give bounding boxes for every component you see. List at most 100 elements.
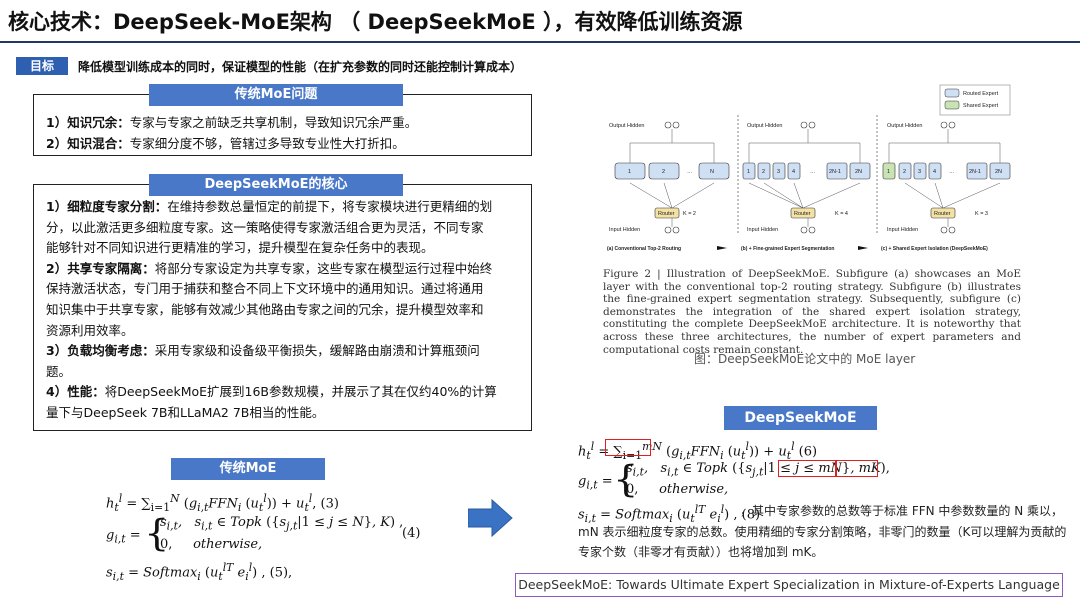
traditional-eq-4-case2: 0, otherwise,	[160, 537, 263, 552]
fig-c-input-hidden: Input Hidden	[887, 227, 918, 233]
deepseekmoe-header: DeepSeekMoE	[724, 406, 877, 430]
core-line-text: 能够针对不同知识进行更精准的学习，提升模型在复杂任务中的表现。	[46, 240, 434, 256]
svg-text:2N: 2N	[855, 169, 862, 175]
core-line-text: 保持激活状态，专门用于捕获和整合不同上下文环境中的通用知识。通过将通用	[46, 281, 484, 297]
core-line-text: 在维持参数总量恒定的前提下，将专家模块进行更精细的划	[167, 199, 493, 214]
core-line-label: 2）共享专家隔离：	[46, 260, 155, 276]
fig-subcaption-c: (c) + Shared Expert Isolation (DeepSeekM…	[881, 246, 988, 252]
fig-subcaption-a: (a) Conventional Top-2 Routing	[607, 246, 681, 252]
svg-text:3: 3	[777, 169, 780, 175]
highlight-sum-mn	[605, 439, 651, 456]
fig-c-k: K = 3	[975, 211, 988, 217]
core-line-text: 资源利用效率。	[46, 322, 134, 338]
problem-item-1-text: 专家与专家之前缺乏共享机制，导致知识冗余严重。	[129, 115, 418, 130]
traditional-eq-4-brace: {	[144, 513, 170, 555]
core-line: 题。	[46, 361, 71, 382]
traditional-eq-4-case1: si,t, si,t ∈ Topk ({sj,t|1 ≤ j ≤ N}, K) …	[160, 515, 404, 533]
fig-subcaption-b: (b) + Fine-grained Expert Segmentation	[741, 246, 834, 252]
svg-text:1: 1	[628, 169, 631, 175]
routed-expert-legend-icon	[944, 88, 960, 98]
core-line-label: 4）性能：	[46, 384, 105, 400]
svg-text:2: 2	[662, 169, 665, 175]
core-line-text: 量下与DeepSeek 7B和LLaMA2 7B相当的性能。	[46, 405, 325, 420]
highlight-topk-mk	[836, 460, 878, 477]
svg-text:2N-1: 2N-1	[969, 169, 981, 175]
core-box	[33, 184, 532, 431]
traditional-eq-3: htl = ∑i=1N (gi,tFFNi (utl)) + utl, (3)	[106, 492, 339, 514]
core-line-text: 题。	[46, 363, 72, 379]
goal-tag: 目标	[16, 57, 68, 75]
core-line: 4）性能：将DeepSeekMoE扩展到16B参数规模，并展示了其在仅约40%的…	[46, 381, 497, 402]
goal-text: 降低模型训练成本的同时，保证模型的性能（在扩充参数的同时还能控制计算成本）	[78, 60, 523, 74]
svg-text:2: 2	[762, 169, 765, 175]
fig-a-router: Router	[658, 211, 675, 217]
traditional-eq-4-lhs: gi,t =	[106, 528, 141, 546]
svg-text:4: 4	[933, 169, 936, 175]
figure-caption: Figure 2 | Illustration of DeepSeekMoE. …	[603, 268, 1021, 356]
problem-item-2-label: 2）知识混合：	[46, 136, 130, 151]
core-line-text: 分，以此激活更多细粒度专家。这一策略使得专家激活组合更为灵活，不同专家	[46, 219, 484, 235]
traditional-eq-5: si,t = Softmaxi (utlT eil) , (5),	[106, 561, 293, 583]
svg-text:…: …	[810, 169, 816, 175]
figure-note: 图：DeepSeekMoE论文中的 MoE layer	[694, 352, 916, 366]
deepseek-eq-7-brace: {	[613, 459, 639, 501]
core-line: 3）负载均衡考虑：采用专家级和设备级平衡损失，缓解路由崩溃和计算瓶颈问	[46, 340, 480, 361]
fig-a-k: K = 2	[683, 211, 696, 217]
problem-item-1-label: 1）知识冗余：	[46, 115, 130, 130]
problem-item-1: 1）知识冗余：专家与专家之前缺乏共享机制，导致知识冗余严重。	[46, 112, 417, 133]
core-line-label: 1）细粒度专家分割：	[46, 199, 168, 214]
deepseek-eq-7-lhs: gi,t =	[578, 474, 613, 492]
svg-text:4: 4	[792, 169, 795, 175]
core-line-text: 将DeepSeekMoE扩展到16B参数规模，并展示了其在仅约40%的计算	[104, 384, 497, 400]
fig-c-output-hidden: Output Hidden	[887, 123, 922, 129]
core-header: DeepSeekMoE的核心	[149, 174, 403, 196]
core-line: 资源利用效率。	[46, 320, 134, 341]
shared-expert-legend-icon	[944, 100, 960, 110]
fig-b-router: Router	[794, 211, 811, 217]
highlight-topk-mn	[778, 460, 836, 477]
deepseek-eq-8: si,t = Softmaxi (utlT eil) , (8)	[578, 503, 761, 525]
svg-text:…: …	[949, 169, 955, 175]
svg-text:2N: 2N	[995, 169, 1002, 175]
fig-b-input-hidden: Input Hidden	[747, 227, 778, 233]
fig-c-router: Router	[934, 211, 951, 217]
fig-a-input-hidden: Input Hidden	[609, 227, 640, 233]
core-line: 2）共享专家隔离：将部分专家设定为共享专家，这些专家在模型运行过程中始终	[46, 258, 492, 279]
core-line: 1）细粒度专家分割：在维持参数总量恒定的前提下，将专家模块进行更精细的划	[46, 196, 492, 217]
svg-text:…: …	[687, 169, 693, 175]
legend-shared-expert: Shared Expert	[963, 103, 999, 109]
svg-text:2N-1: 2N-1	[829, 169, 841, 175]
deepseek-eq-7-case2: 0, otherwise,	[626, 482, 729, 497]
svg-text:N: N	[710, 169, 714, 175]
core-line: 知识集中于共享专家，能够有效减少其他路由专家之间的冗余，提升模型效率和	[46, 299, 484, 320]
core-line: 能够针对不同知识进行更精准的学习，提升模型在复杂任务中的表现。	[46, 237, 434, 258]
fig-b-output-hidden: Output Hidden	[747, 123, 782, 129]
deepseek-desc-3: 专家个数（非零才有贡献））也将增加到 mK。	[578, 545, 824, 559]
svg-text:1: 1	[887, 169, 890, 175]
deepseek-desc-1: ，其中专家参数的总数等于标准 FFN 中参数数量的 N 乘以，	[740, 504, 1064, 518]
problem-item-2-text: 专家细分度不够，管辖过多导致专业性大打折扣。	[129, 136, 405, 151]
legend-routed-expert: Routed Expert	[963, 91, 999, 97]
core-line: 分，以此激活更多细粒度专家。这一策略使得专家激活组合更为灵活，不同专家	[46, 217, 484, 238]
traditional-eq-4-number: (4)	[402, 526, 421, 541]
fig-a-output-hidden: Output Hidden	[609, 123, 644, 129]
core-line-label: 3）负载均衡考虑：	[46, 343, 155, 359]
problem-item-2: 2）知识混合：专家细分度不够，管辖过多导致专业性大打折扣。	[46, 133, 405, 154]
core-line: 量下与DeepSeek 7B和LLaMA2 7B相当的性能。	[46, 402, 324, 423]
paper-reference: DeepSeekMoE: Towards Ultimate Expert Spe…	[515, 573, 1063, 599]
core-line: 保持激活状态，专门用于捕获和整合不同上下文环境中的通用知识。通过将通用	[46, 278, 484, 299]
traditional-moe-header: 传统MoE	[171, 458, 325, 480]
core-line-text: 将部分专家设定为共享专家，这些专家在模型运行过程中始终	[154, 260, 493, 276]
svg-text:2: 2	[903, 169, 906, 175]
deepseek-desc-2: mN 表示细粒度专家的总数。使用精细的专家分割策略，非零门的数量（K可以理解为贡…	[578, 525, 1067, 539]
traditional-problems-header: 传统MoE问题	[149, 84, 403, 106]
page-title: 核心技术：DeepSeek-MoE架构 （ DeepSeekMoE ），有效降低…	[8, 10, 743, 34]
deepseek-eq-7-case1: si,t, si,t ∈ Topk ({sj,t|1 ≤ j ≤ mN}, mK…	[626, 461, 890, 479]
title-divider	[0, 41, 1080, 43]
svg-text:3: 3	[918, 169, 921, 175]
deepseek-eq-6: htl = ∑i=1mN (gi,tFFNi (utl)) + utl (6)	[578, 440, 818, 462]
fig-b-k: K = 4	[835, 211, 848, 217]
right-arrow-icon	[468, 498, 513, 538]
core-line-text: 采用专家级和设备级平衡损失，缓解路由崩溃和计算瓶颈问	[154, 343, 480, 359]
moe-architecture-figure: Routed Expert Shared Expert Output Hidde…	[607, 84, 1011, 252]
